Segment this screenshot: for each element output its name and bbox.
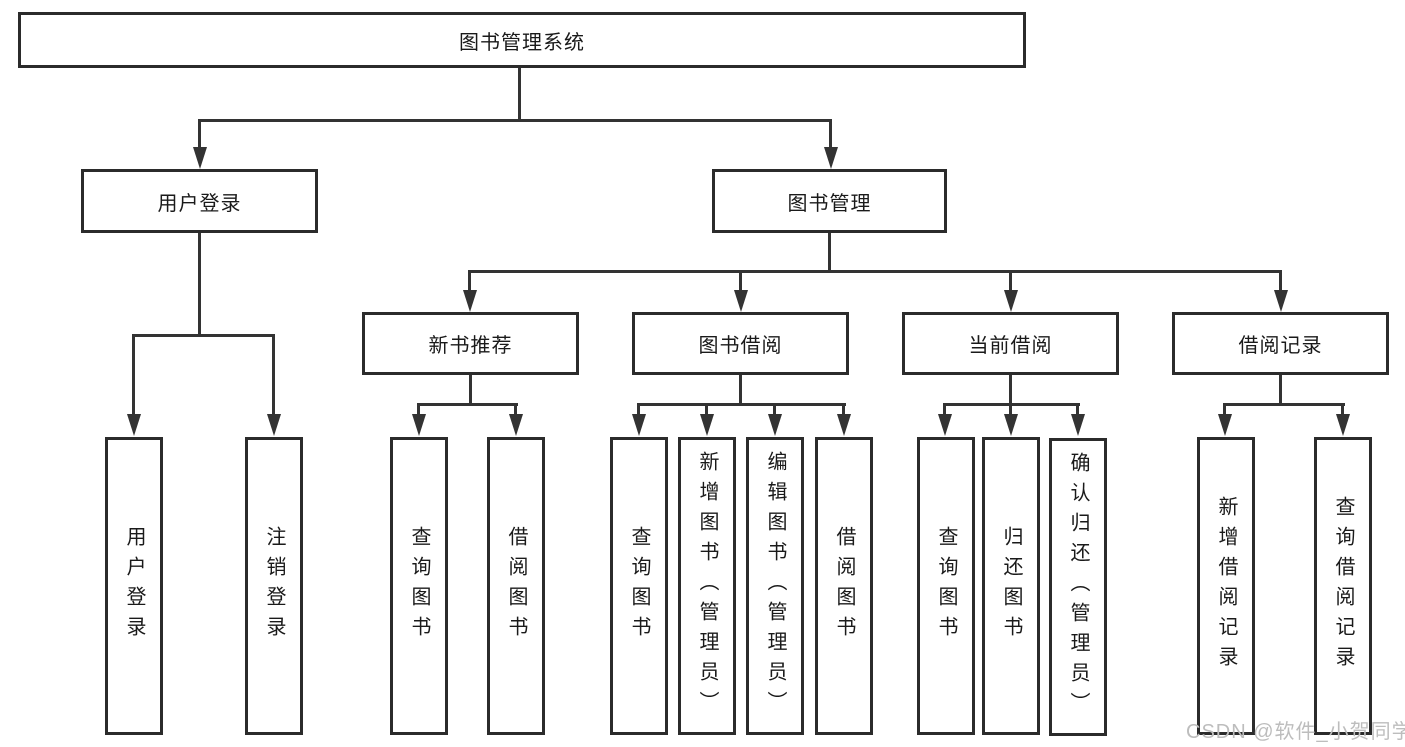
arrow-down-icon (509, 414, 523, 436)
leaf-confirm-return-admin: 确认归还（管理员） (1049, 438, 1107, 736)
leaf-edit-books-admin: 编辑图书（管理员） (746, 437, 804, 735)
arrow-down-icon (463, 290, 477, 312)
leaf-query-books-borrow-label: 查询图书 (628, 526, 650, 646)
leaf-edit-books-admin-label: 编辑图书（管理员） (764, 451, 786, 721)
node-book-borrowing-label: 图书借阅 (698, 335, 783, 357)
leaf-return-books-label: 归还图书 (1000, 526, 1022, 646)
node-current-borrowing-label: 当前借阅 (968, 335, 1053, 357)
leaf-add-books-admin: 新增图书（管理员） (678, 437, 736, 735)
arrow-down-icon (1004, 290, 1018, 312)
leaf-query-books-borrow: 查询图书 (610, 437, 668, 735)
connector-line (417, 403, 420, 417)
arrow-down-icon (824, 147, 838, 169)
leaf-query-books-recommend: 查询图书 (390, 437, 448, 735)
leaf-query-books-current: 查询图书 (917, 437, 975, 735)
node-new-book-recommend: 新书推荐 (362, 312, 579, 375)
node-book-management: 图书管理 (712, 169, 947, 233)
connector-line (198, 233, 201, 337)
leaf-add-borrow-record: 新增借阅记录 (1197, 437, 1255, 735)
connector-line (518, 68, 521, 122)
connector-line (1076, 403, 1079, 417)
node-root: 图书管理系统 (18, 12, 1026, 68)
leaf-borrow-books-recommend: 借阅图书 (487, 437, 545, 735)
node-user-login-label: 用户登录 (157, 192, 242, 215)
connector-line (468, 270, 1282, 273)
node-borrowing-records-label: 借阅记录 (1238, 335, 1323, 357)
leaf-query-borrow-record-label: 查询借阅记录 (1332, 496, 1354, 676)
leaf-user-login: 用户登录 (105, 437, 163, 735)
connector-line (272, 334, 275, 418)
arrow-down-icon (632, 414, 646, 436)
connector-line (773, 403, 776, 417)
arrow-down-icon (734, 290, 748, 312)
leaf-logout: 注销登录 (245, 437, 303, 735)
arrow-down-icon (768, 414, 782, 436)
connector-line (842, 403, 845, 417)
arrow-down-icon (1274, 290, 1288, 312)
connector-line (1223, 403, 1226, 417)
connector-line (1279, 375, 1282, 406)
node-borrowing-records: 借阅记录 (1172, 312, 1389, 375)
arrow-down-icon (1071, 414, 1085, 436)
connector-line (829, 119, 832, 153)
arrow-down-icon (1004, 414, 1018, 436)
leaf-borrow-books: 借阅图书 (815, 437, 873, 735)
connector-line (1009, 270, 1012, 293)
leaf-add-books-admin-label: 新增图书（管理员） (696, 451, 718, 721)
connector-line (514, 403, 517, 417)
connector-line (469, 375, 472, 406)
connector-line (417, 403, 518, 406)
node-root-label: 图书管理系统 (459, 31, 585, 54)
connector-line (1009, 403, 1012, 417)
arrow-down-icon (1218, 414, 1232, 436)
leaf-return-books: 归还图书 (982, 437, 1040, 735)
node-book-borrowing: 图书借阅 (632, 312, 849, 375)
node-new-book-recommend-label: 新书推荐 (428, 335, 513, 357)
connector-line (198, 119, 832, 122)
arrow-down-icon (700, 414, 714, 436)
connector-line (198, 119, 201, 153)
leaf-borrow-books-label: 借阅图书 (833, 526, 855, 646)
leaf-query-borrow-record: 查询借阅记录 (1314, 437, 1372, 735)
leaf-borrow-books-recommend-label: 借阅图书 (505, 526, 527, 646)
connector-line (739, 375, 742, 406)
node-user-login: 用户登录 (81, 169, 318, 233)
leaf-add-borrow-record-label: 新增借阅记录 (1215, 496, 1237, 676)
arrow-down-icon (1336, 414, 1350, 436)
arrow-down-icon (193, 147, 207, 169)
csdn-watermark: CSDN @软件_小贺同学 (1186, 721, 1405, 743)
leaf-query-books-recommend-label: 查询图书 (408, 526, 430, 646)
connector-line (943, 403, 946, 417)
arrow-down-icon (938, 414, 952, 436)
connector-line (132, 334, 275, 337)
leaf-user-login-label: 用户登录 (123, 526, 145, 646)
connector-line (1341, 403, 1344, 417)
node-current-borrowing: 当前借阅 (902, 312, 1119, 375)
node-book-management-label: 图书管理 (787, 192, 872, 215)
connector-line (828, 233, 831, 273)
connector-line (468, 270, 471, 293)
connector-line (705, 403, 708, 417)
arrow-down-icon (412, 414, 426, 436)
connector-line (1279, 270, 1282, 293)
leaf-confirm-return-admin-label: 确认归还（管理员） (1067, 452, 1089, 722)
connector-line (1009, 375, 1012, 406)
leaf-query-books-current-label: 查询图书 (935, 526, 957, 646)
arrow-down-icon (267, 414, 281, 436)
connector-line (132, 334, 135, 418)
connector-line (739, 270, 742, 293)
connector-line (1223, 403, 1345, 406)
arrow-down-icon (127, 414, 141, 436)
leaf-logout-label: 注销登录 (263, 526, 285, 646)
connector-line (637, 403, 846, 406)
arrow-down-icon (837, 414, 851, 436)
connector-line (637, 403, 640, 417)
